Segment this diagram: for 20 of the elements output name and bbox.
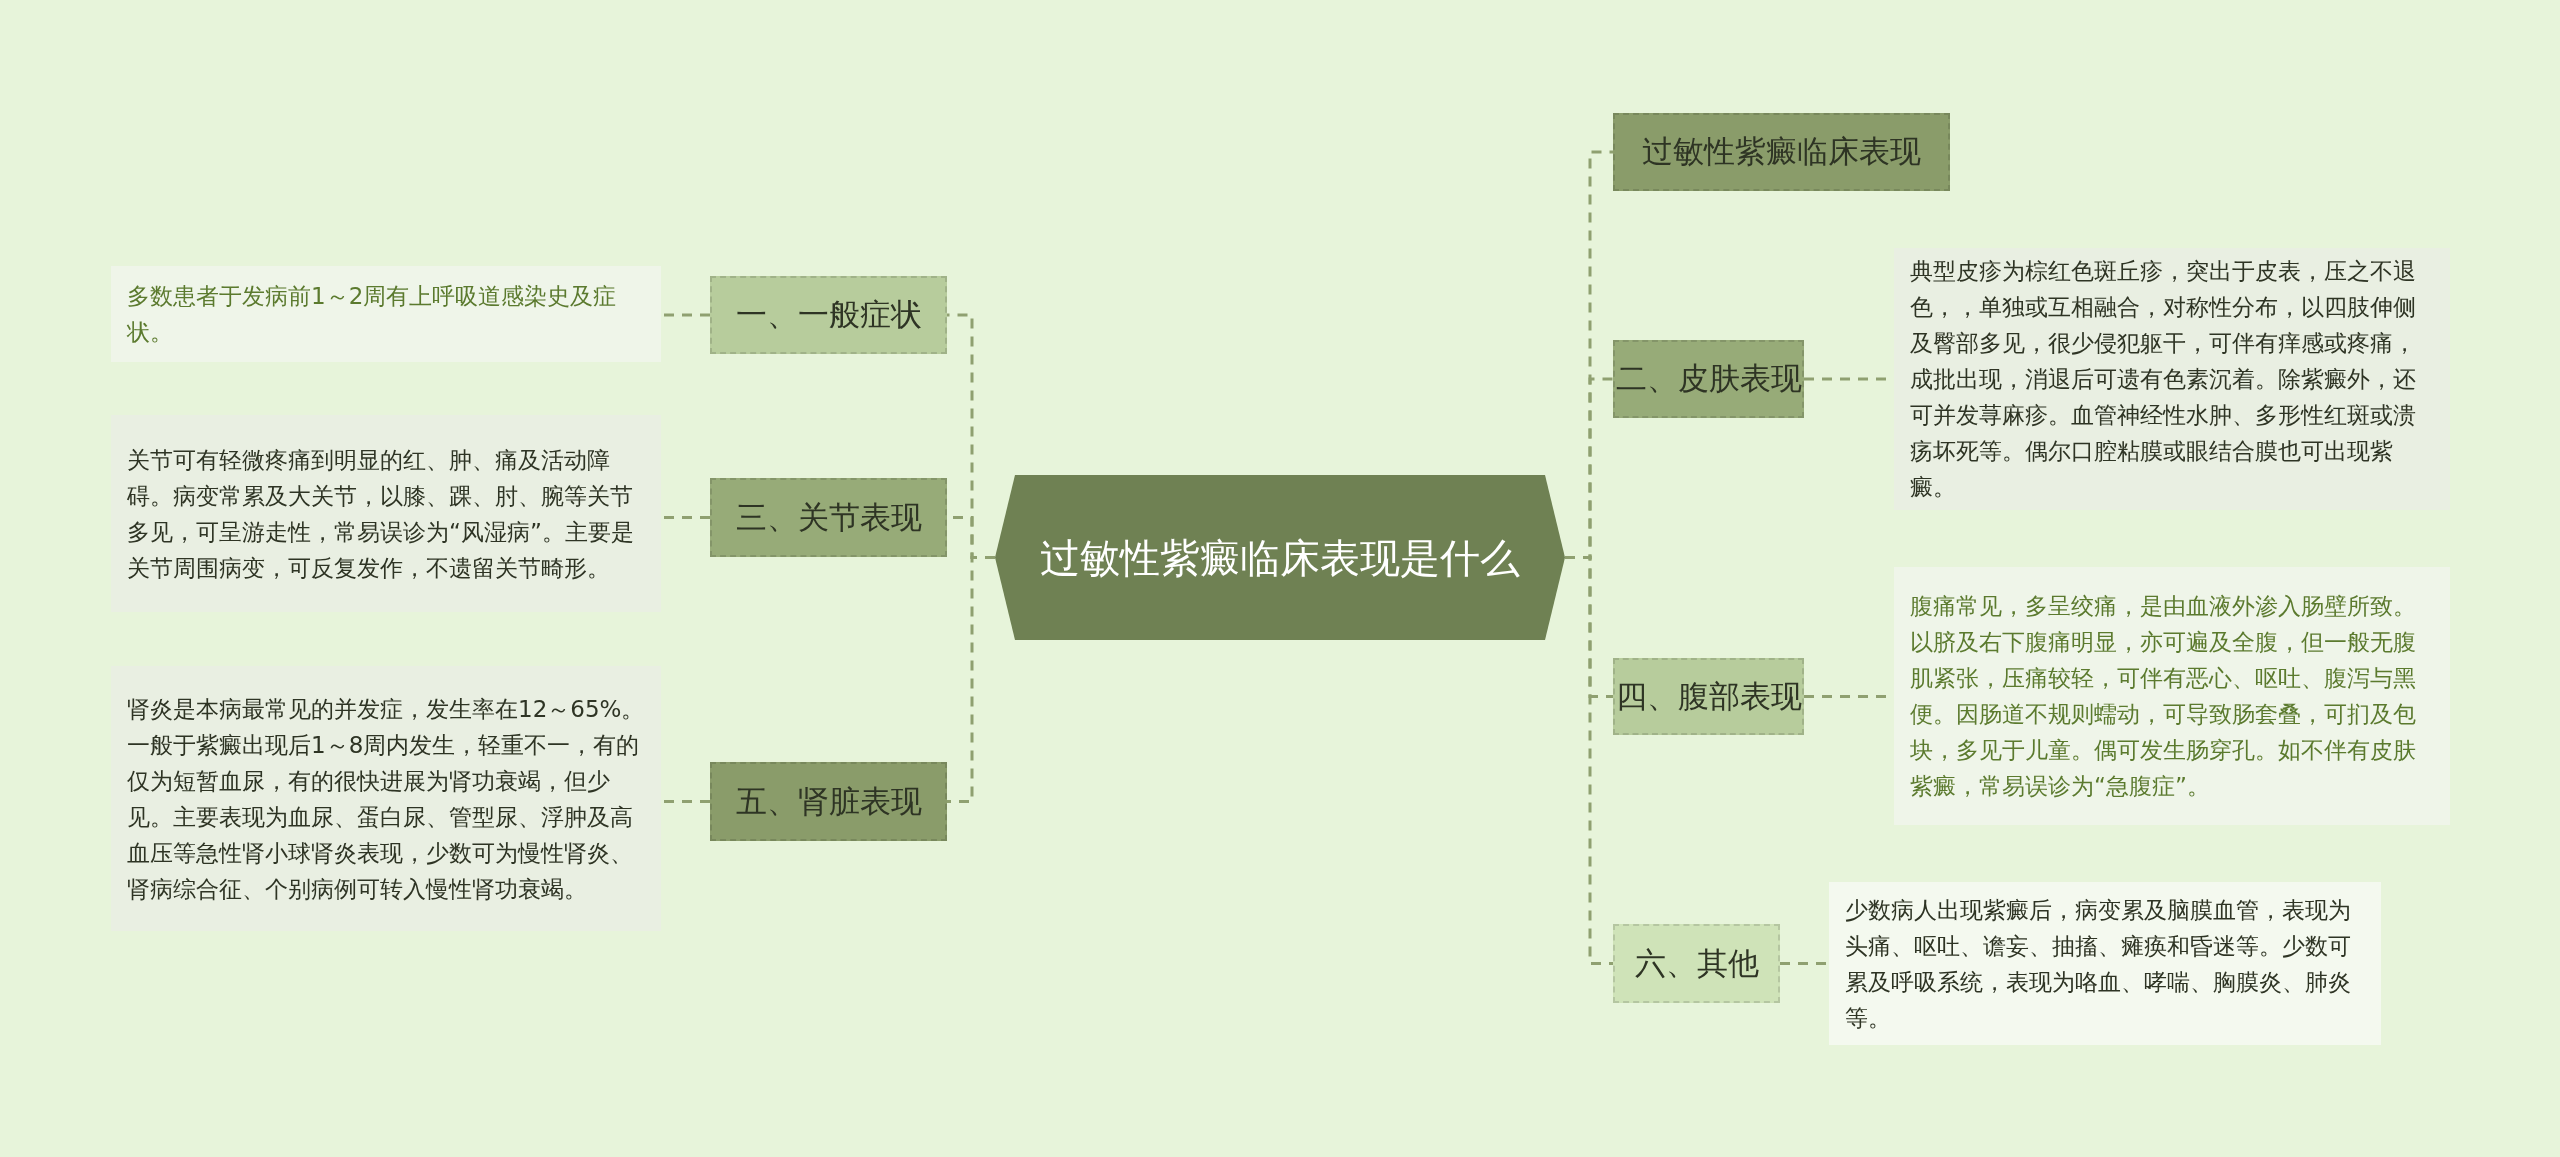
topic-box: 六、其他 bbox=[1613, 924, 1780, 1003]
connector-line bbox=[1565, 556, 1613, 965]
connector-line bbox=[947, 556, 995, 803]
topic-box: 四、腹部表现 bbox=[1613, 658, 1804, 735]
detail-box: 关节可有轻微疼痛到明显的红、肿、痛及活动障碍。病变常累及大关节，以膝、踝、肘、腕等关节多见，可呈游走性，常易误诊为“风湿病”。主要是关节周围病变，可反复发作，不遗留关节畸形。 bbox=[111, 415, 661, 612]
detail-box: 多数患者于发病前1～2周有上呼吸道感染史及症状。 bbox=[111, 266, 661, 362]
detail-box: 少数病人出现紫癜后，病变累及脑膜血管，表现为头痛、呕吐、谵妄、抽搐、瘫痪和昏迷等。少数可累及呼吸系统，表现为咯血、哮喘、胸膜炎、肺炎等。 bbox=[1829, 882, 2381, 1045]
topic-box: 一、一般症状 bbox=[710, 276, 947, 354]
topic-box: 三、关节表现 bbox=[710, 478, 947, 557]
connector-line bbox=[1780, 962, 1829, 965]
topic-box: 过敏性紫癜临床表现 bbox=[1613, 113, 1950, 191]
detail-box: 典型皮疹为棕红色斑丘疹，突出于皮表，压之不退色，，单独或互相融合，对称性分布，以四肢伸侧及臀部多见，很少侵犯躯干，可伴有痒感或疼痛，成批出现，消退后可遗有色素沉着。除紫癜外，还可并发荨麻疹。血管神经性水肿、多形性红斑或溃疡坏死等。偶尔口腔粘膜或眼结合膜也可出现紫癜。 bbox=[1894, 248, 2450, 510]
connector-line bbox=[661, 313, 710, 317]
connector-line bbox=[661, 516, 710, 519]
detail-box: 腹痛常见，多呈绞痛，是由血液外渗入肠壁所致。以脐及右下腹痛明显，亦可遍及全腹，但一般无腹肌紧张，压痛较轻，可伴有恶心、呕吐、腹泻与黑便。因肠道不规则蠕动，可导致肠套叠，可扪及包块，多见于儿童。偶可发生肠穿孔。如不伴有皮肤紫癜，常易误诊为“急腹症”。 bbox=[1894, 567, 2450, 825]
connector-line bbox=[661, 800, 710, 803]
detail-box: 肾炎是本病最常见的并发症，发生率在12～65%。一般于紫癜出现后1～8周内发生，轻重不一，有的仅为短暂血尿，有的很快进展为肾功衰竭，但少见。主要表现为血尿、蛋白尿、管型尿、浮肿及高血压等急性肾小球肾炎表现，少数可为慢性肾炎、肾病综合征、个别病例可转入慢性肾功衰竭。 bbox=[111, 666, 661, 931]
topic-box: 五、肾脏表现 bbox=[710, 762, 947, 841]
central-topic: 过敏性紫癜临床表现是什么 bbox=[995, 475, 1565, 640]
topic-box: 二、皮肤表现 bbox=[1613, 340, 1804, 418]
